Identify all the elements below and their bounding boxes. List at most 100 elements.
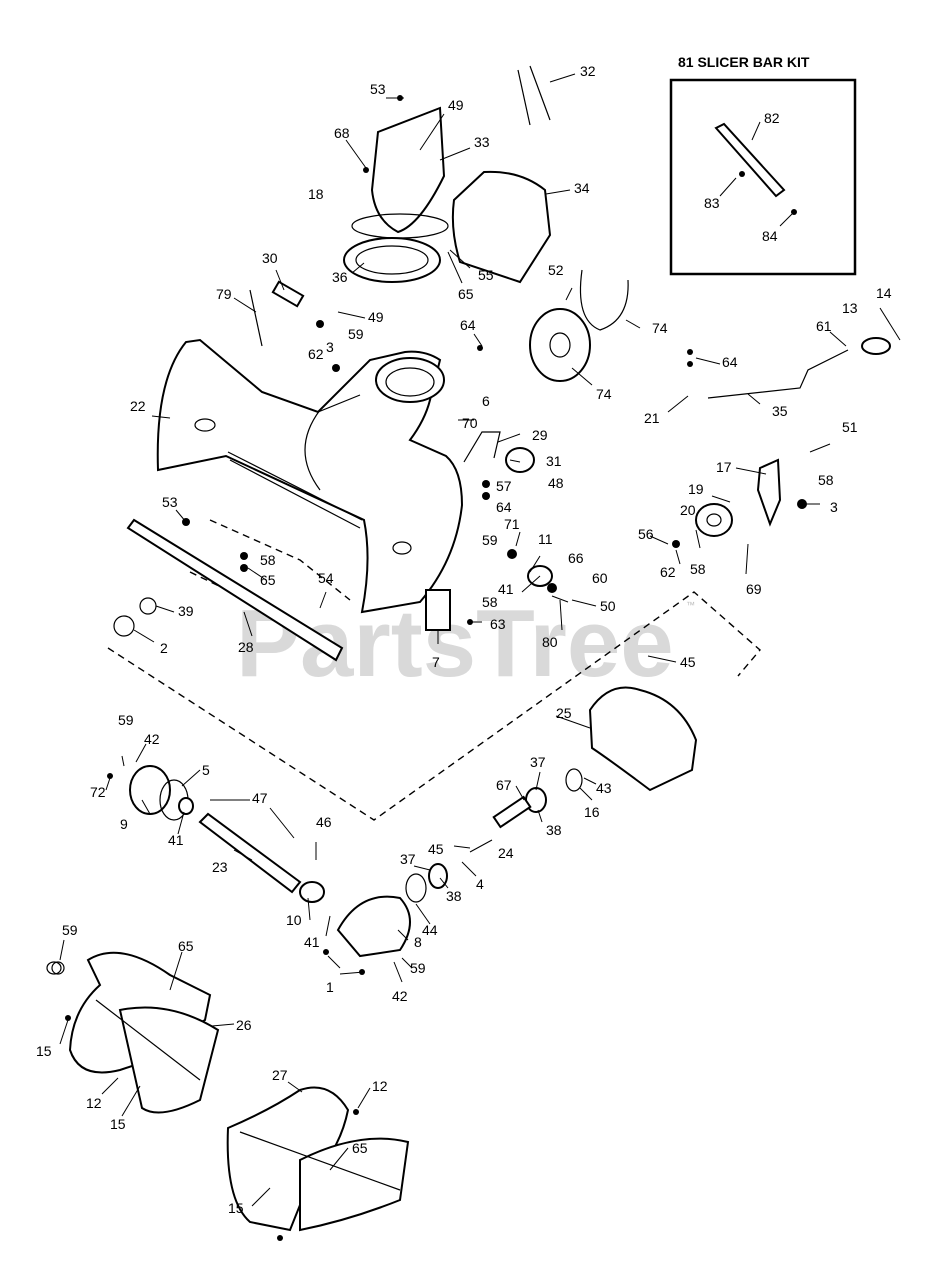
callout-84: 84 <box>762 228 778 244</box>
slicer-bar-kit-box: 81 SLICER BAR KIT <box>669 54 857 276</box>
callout-67: 67 <box>496 777 512 793</box>
callout-64: 64 <box>722 354 738 370</box>
callout-34: 34 <box>574 180 590 196</box>
callout-15: 15 <box>36 1043 52 1059</box>
watermark-trademark: ™ <box>686 600 695 610</box>
chute-clips <box>517 65 551 126</box>
auger-pulley <box>529 269 629 382</box>
kit-box-title: 81 SLICER BAR KIT <box>678 54 810 70</box>
callout-17: 17 <box>716 459 732 475</box>
callout-63: 63 <box>490 616 506 632</box>
callout-6: 6 <box>482 393 490 409</box>
callout-61: 61 <box>816 318 832 334</box>
callout-11: 11 <box>538 531 553 547</box>
callout-79: 79 <box>216 286 232 302</box>
callout-35: 35 <box>772 403 788 419</box>
callout-39: 39 <box>178 603 194 619</box>
chute-crank-rod <box>707 349 849 399</box>
callout-80: 80 <box>542 634 558 650</box>
callout-82: 82 <box>764 110 780 126</box>
callout-51: 51 <box>842 419 858 435</box>
callout-58: 58 <box>260 552 276 568</box>
callout-20: 20 <box>680 502 696 518</box>
callout-12: 12 <box>86 1095 102 1111</box>
callout-21: 21 <box>644 410 660 426</box>
callout-46: 46 <box>316 814 332 830</box>
callout-41: 41 <box>304 934 320 950</box>
callout-50: 50 <box>600 598 616 614</box>
callout-37: 37 <box>530 754 546 770</box>
callout-54: 54 <box>318 570 334 586</box>
callout-2: 2 <box>160 640 168 656</box>
callout-labels: 1 2 3 3 4 5 6 7 8 9 10 11 12 12 13 14 15… <box>36 63 892 1216</box>
callout-42: 42 <box>392 988 408 1004</box>
callout-28: 28 <box>238 639 254 655</box>
callout-31: 31 <box>546 453 562 469</box>
callout-53: 53 <box>162 494 178 510</box>
callout-45: 45 <box>428 841 444 857</box>
callout-64: 64 <box>460 317 476 333</box>
callout-65: 65 <box>178 938 194 954</box>
callout-72: 72 <box>90 784 106 800</box>
impeller <box>336 895 411 958</box>
callout-8: 8 <box>414 934 422 950</box>
callout-22: 22 <box>130 398 146 414</box>
gearbox-housing <box>588 686 698 792</box>
callout-38: 38 <box>446 888 462 904</box>
callout-leader-lines <box>59 73 901 1207</box>
auger-shaft <box>198 812 302 894</box>
callout-3: 3 <box>326 339 334 355</box>
callout-19: 19 <box>688 481 704 497</box>
callout-83: 83 <box>704 195 720 211</box>
callout-18: 18 <box>308 186 324 202</box>
callout-37: 37 <box>400 851 416 867</box>
callout-10: 10 <box>286 912 302 928</box>
callout-70: 70 <box>462 415 478 431</box>
callout-33: 33 <box>474 134 490 150</box>
callout-24: 24 <box>498 845 514 861</box>
callout-62: 62 <box>308 346 324 362</box>
discharge-chute <box>343 106 449 283</box>
callout-5: 5 <box>202 762 210 778</box>
callout-58: 58 <box>690 561 706 577</box>
callout-14: 14 <box>876 285 892 301</box>
callout-7: 7 <box>432 654 440 670</box>
chute-deflector <box>451 170 552 284</box>
callout-68: 68 <box>334 125 350 141</box>
idler-assembly <box>695 458 782 537</box>
callout-48: 48 <box>548 475 564 491</box>
callout-15: 15 <box>110 1116 126 1132</box>
callout-43: 43 <box>596 780 612 796</box>
callout-32: 32 <box>580 63 596 79</box>
callout-71: 71 <box>504 516 520 532</box>
callout-41: 41 <box>168 832 184 848</box>
callout-27: 27 <box>272 1067 288 1083</box>
callout-44: 44 <box>422 922 438 938</box>
callout-41: 41 <box>498 581 514 597</box>
callout-53: 53 <box>370 81 386 97</box>
callout-69: 69 <box>746 581 762 597</box>
callout-1: 1 <box>326 979 334 995</box>
callout-49: 49 <box>368 309 384 325</box>
assembly-boundary-dashed <box>107 591 761 821</box>
callout-29: 29 <box>532 427 548 443</box>
callout-4: 4 <box>476 876 484 892</box>
callout-62: 62 <box>660 564 676 580</box>
callout-23: 23 <box>212 859 228 875</box>
callout-58: 58 <box>818 472 834 488</box>
callout-59: 59 <box>410 960 426 976</box>
callout-65: 65 <box>352 1140 368 1156</box>
callout-74: 74 <box>652 320 668 336</box>
auger-left <box>68 951 220 1114</box>
callout-38: 38 <box>546 822 562 838</box>
callout-15: 15 <box>228 1200 244 1216</box>
callout-57: 57 <box>496 478 512 494</box>
callout-59: 59 <box>118 712 134 728</box>
callout-60: 60 <box>592 570 608 586</box>
callout-58: 58 <box>482 594 498 610</box>
callout-52: 52 <box>548 262 564 278</box>
callout-65: 65 <box>260 572 276 588</box>
callout-26: 26 <box>236 1017 252 1033</box>
callout-42: 42 <box>144 731 160 747</box>
